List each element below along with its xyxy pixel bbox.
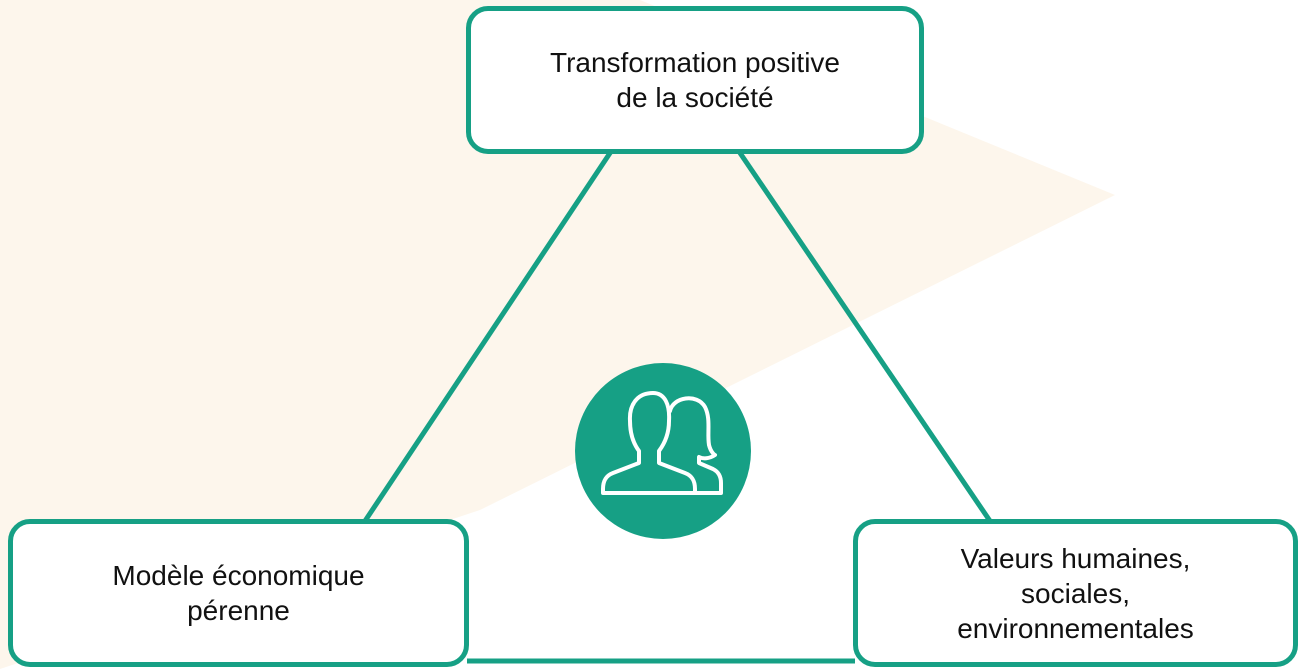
people-icon (575, 363, 751, 539)
node-transformation-label: Transformation positive de la société (550, 47, 840, 113)
node-transformation: Transformation positive de la société (466, 6, 924, 154)
node-economic-model: Modèle économique pérenne (8, 519, 469, 667)
node-economic-model-label: Modèle économique pérenne (112, 560, 365, 626)
node-values-label: Valeurs humaines, sociales, environnemen… (957, 542, 1194, 644)
node-values: Valeurs humaines, sociales, environnemen… (853, 519, 1298, 667)
edge-top-left (362, 148, 615, 523)
edge-top-right (735, 148, 993, 523)
